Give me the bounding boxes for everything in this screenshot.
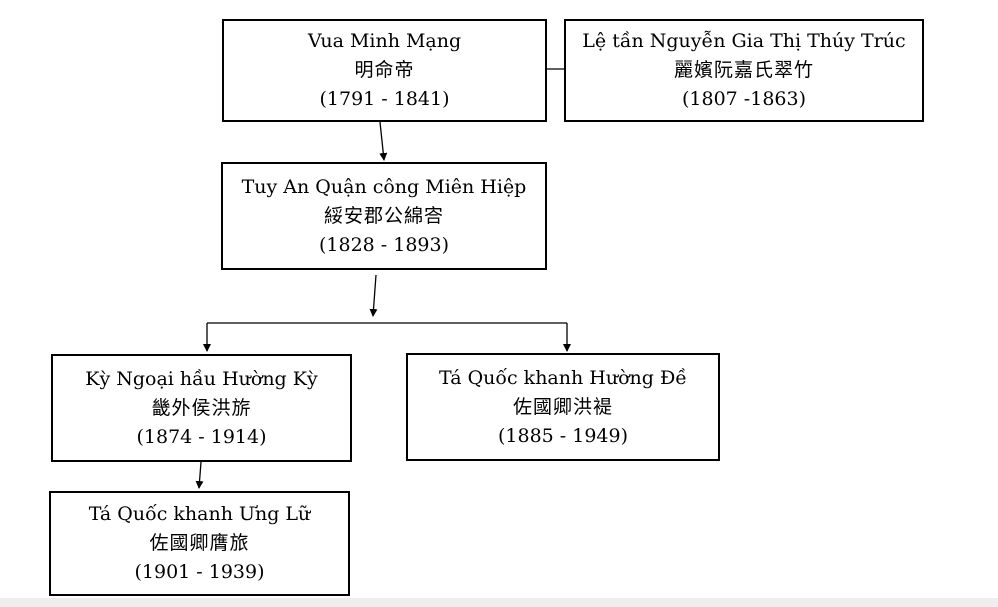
- person-years: (1901 - 1939): [134, 561, 265, 583]
- person-years: (1828 - 1893): [318, 233, 450, 256]
- person-years: (1791 - 1841): [319, 88, 450, 110]
- person-name: Vua Minh Mạng: [307, 30, 462, 52]
- person-han-name: 畿外侯洪旂: [151, 396, 252, 419]
- arrow-minh-mang-to-mien-hiep: [379, 121, 388, 161]
- person-name: Tá Quốc khanh Ưng Lữ: [88, 503, 311, 525]
- person-han-name: 明命帝: [354, 59, 415, 81]
- arrow-huong-ky-to-ung-lu: [195, 461, 204, 489]
- person-box-huong-de: Tá Quốc khanh Hường Đề 佐國卿洪褆 (1885 - 194…: [406, 353, 720, 461]
- person-name: Tuy An Quận công Miên Hiệp: [241, 175, 527, 198]
- person-han-name: 綏安郡公綿㝓: [323, 204, 444, 227]
- person-han-name: 佐國卿膺旅: [149, 532, 250, 554]
- person-years: (1874 - 1914): [136, 425, 267, 448]
- person-name: Tá Quốc khanh Hường Đề: [439, 366, 687, 389]
- person-box-thuy-truc: Lệ tần Nguyễn Gia Thị Thúy Trúc 麗嬪阮嘉氏翠竹 …: [564, 19, 924, 122]
- person-name: Lệ tần Nguyễn Gia Thị Thúy Trúc: [582, 30, 906, 52]
- person-years: (1807 -1863): [682, 88, 806, 110]
- person-box-ung-lu: Tá Quốc khanh Ưng Lữ 佐國卿膺旅 (1901 - 1939): [49, 491, 350, 596]
- arrow-mien-hiep-to-branch: [369, 274, 378, 317]
- person-han-name: 麗嬪阮嘉氏翠竹: [673, 59, 814, 81]
- person-box-minh-mang: Vua Minh Mạng 明命帝 (1791 - 1841): [222, 19, 547, 122]
- person-name: Kỳ Ngoại hầu Hường Kỳ: [85, 367, 318, 390]
- page-bottom-strip: [0, 598, 998, 607]
- person-years: (1885 - 1949): [497, 424, 629, 447]
- person-han-name: 佐國卿洪褆: [512, 395, 613, 418]
- person-box-mien-hiep: Tuy An Quận công Miên Hiệp 綏安郡公綿㝓 (1828 …: [221, 162, 547, 270]
- person-box-huong-ky: Kỳ Ngoại hầu Hường Kỳ 畿外侯洪旂 (1874 - 1914…: [51, 354, 352, 462]
